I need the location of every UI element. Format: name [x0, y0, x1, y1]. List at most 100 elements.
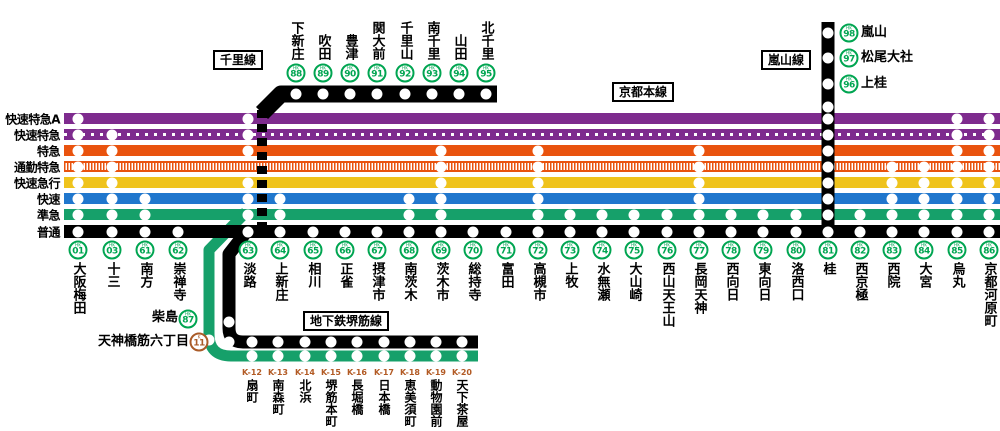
stop-dot-junkyu-HK63	[242, 209, 254, 220]
stop-dot-green-tenjimbashisuji	[203, 334, 215, 346]
station-code-prefix: HK	[695, 243, 702, 249]
station-name-K-18: 恵美須町	[403, 379, 417, 427]
stop-dot-kaisoku-kyuko-HK85	[951, 177, 963, 188]
stop-dot-kaisoku-HK85	[951, 193, 963, 204]
station-name-tenjimbashisuji-6-chome: 天神橋筋六丁目	[97, 334, 189, 349]
station-code-number: 91	[371, 69, 383, 80]
stop-dot-kaisoku-HK63	[242, 193, 254, 204]
station-name-HK65: 相川	[305, 262, 321, 288]
stop-dot-tsukin-tokkyu-HK85	[951, 161, 963, 172]
station-code-number: 74	[596, 246, 608, 257]
station-code-number: 66	[339, 246, 351, 257]
stop-dot-futsu-HK66	[339, 226, 351, 237]
stop-dot-futsu-HK70	[467, 226, 479, 237]
station-number-K-14: K-14	[295, 368, 315, 377]
station-code-number: 80	[790, 246, 802, 257]
station-name-HK68: 南茨木	[401, 262, 417, 301]
stop-dot-sakaisuji-black-K-15	[325, 336, 337, 348]
stop-dot-futsu-HK73	[564, 226, 576, 237]
station-name-HK93: 南千里	[424, 21, 440, 60]
stop-dot-futsu-HK67	[371, 226, 383, 237]
station-code-number: 85	[951, 246, 963, 257]
station-code-number: 90	[344, 69, 356, 80]
station-name-HK69: 茨木市	[433, 262, 449, 301]
stop-dot-kaisoku-kyuko-HK83	[886, 177, 898, 188]
station-name-HK66: 正雀	[337, 262, 353, 288]
station-name-K-15: 堺筋本町	[324, 379, 338, 427]
station-code-prefix: HK	[276, 243, 283, 249]
stop-dot-tsukin-tokkyu-HK84	[918, 161, 930, 172]
station-code-prefix: HK	[108, 243, 115, 249]
stop-dot-kaisoku-tokkyu-HK01	[72, 129, 84, 140]
stop-dot-black-kunijima	[223, 316, 235, 328]
station-code-number: 73	[564, 246, 576, 257]
station-code-number: 83	[886, 246, 898, 257]
station-code-number: 62	[172, 246, 184, 257]
stop-dot-junkyu-HK76	[661, 209, 673, 220]
station-code-prefix: HK	[566, 243, 573, 249]
station-code-number: 67	[371, 246, 383, 257]
station-name-HK83: 西院	[884, 262, 900, 288]
stop-dot-kaisoku-HK68	[403, 193, 415, 204]
stop-dot-senri-HK93	[426, 88, 438, 100]
station-code-number: 63	[242, 246, 254, 257]
station-name-K-17: 日本橋	[377, 379, 391, 415]
station-name-K-19: 動物園前	[429, 379, 443, 427]
stop-dot-tsukin-tokkyu-HK86	[983, 161, 995, 172]
service-label-kaisoku: 快速	[36, 192, 61, 206]
station-name-HK76: 西山天王山	[659, 262, 675, 327]
station-name-HK01: 大阪梅田	[70, 262, 86, 314]
stop-dot-kaisoku-kyuko-HK84	[918, 177, 930, 188]
stop-dot-junkyu-HK72	[532, 209, 544, 220]
station-name-HK96: 上桂	[861, 76, 888, 91]
service-band-kaisoku-kyuko	[64, 177, 1000, 188]
stop-dot-kaisoku-kyuko-HK63	[242, 177, 254, 188]
station-number-K-16: K-16	[347, 368, 367, 377]
station-name-HK70: 総持寺	[465, 262, 481, 301]
stop-dot-junkyu-HK78	[725, 209, 737, 220]
stop-dot-futsu-HK61	[139, 226, 151, 237]
service-label-kaisoku-tokkyu-a: 快速特急A	[5, 112, 60, 126]
stop-dot-junkyu-HK61	[139, 209, 151, 220]
stop-dot-futsu-HK72	[532, 226, 544, 237]
station-code-prefix: HK	[309, 243, 316, 249]
stop-dot-futsu-HK79	[757, 226, 769, 237]
stop-dot-futsu-HK64	[274, 226, 286, 237]
stop-dot-kaisoku-tokkyu-HK81	[822, 129, 834, 140]
station-code-prefix: HK	[845, 77, 852, 83]
stop-dot-tokkyu-HK69	[435, 145, 447, 156]
station-code-number: 76	[661, 246, 673, 257]
stop-dot-junkyu-HK64	[274, 209, 286, 220]
station-code-prefix: HK	[341, 243, 348, 249]
station-name-HK82: 西京極	[852, 262, 868, 301]
stop-dot-junkyu-HK74	[596, 209, 608, 220]
stop-dot-senri-HK91	[371, 88, 383, 100]
arashiyama-line-label-box: 嵐山線	[761, 50, 812, 71]
station-code-number: 87	[182, 315, 194, 326]
station-code-number: 75	[628, 246, 640, 257]
station-code-number: 72	[532, 246, 544, 257]
station-name-HK90: 豊津	[342, 34, 358, 60]
station-name-HK98: 嵐山	[861, 25, 888, 40]
station-name-kunijima: 柴島	[151, 310, 178, 325]
stop-dot-futsu-HK03	[106, 226, 118, 237]
station-name-HK61: 南方	[137, 262, 153, 288]
stop-dot-kaisoku-HK64	[274, 193, 286, 204]
stop-dot-junkyu-HK75	[628, 209, 640, 220]
senri-sakaisuji-through-line-green	[203, 208, 478, 362]
